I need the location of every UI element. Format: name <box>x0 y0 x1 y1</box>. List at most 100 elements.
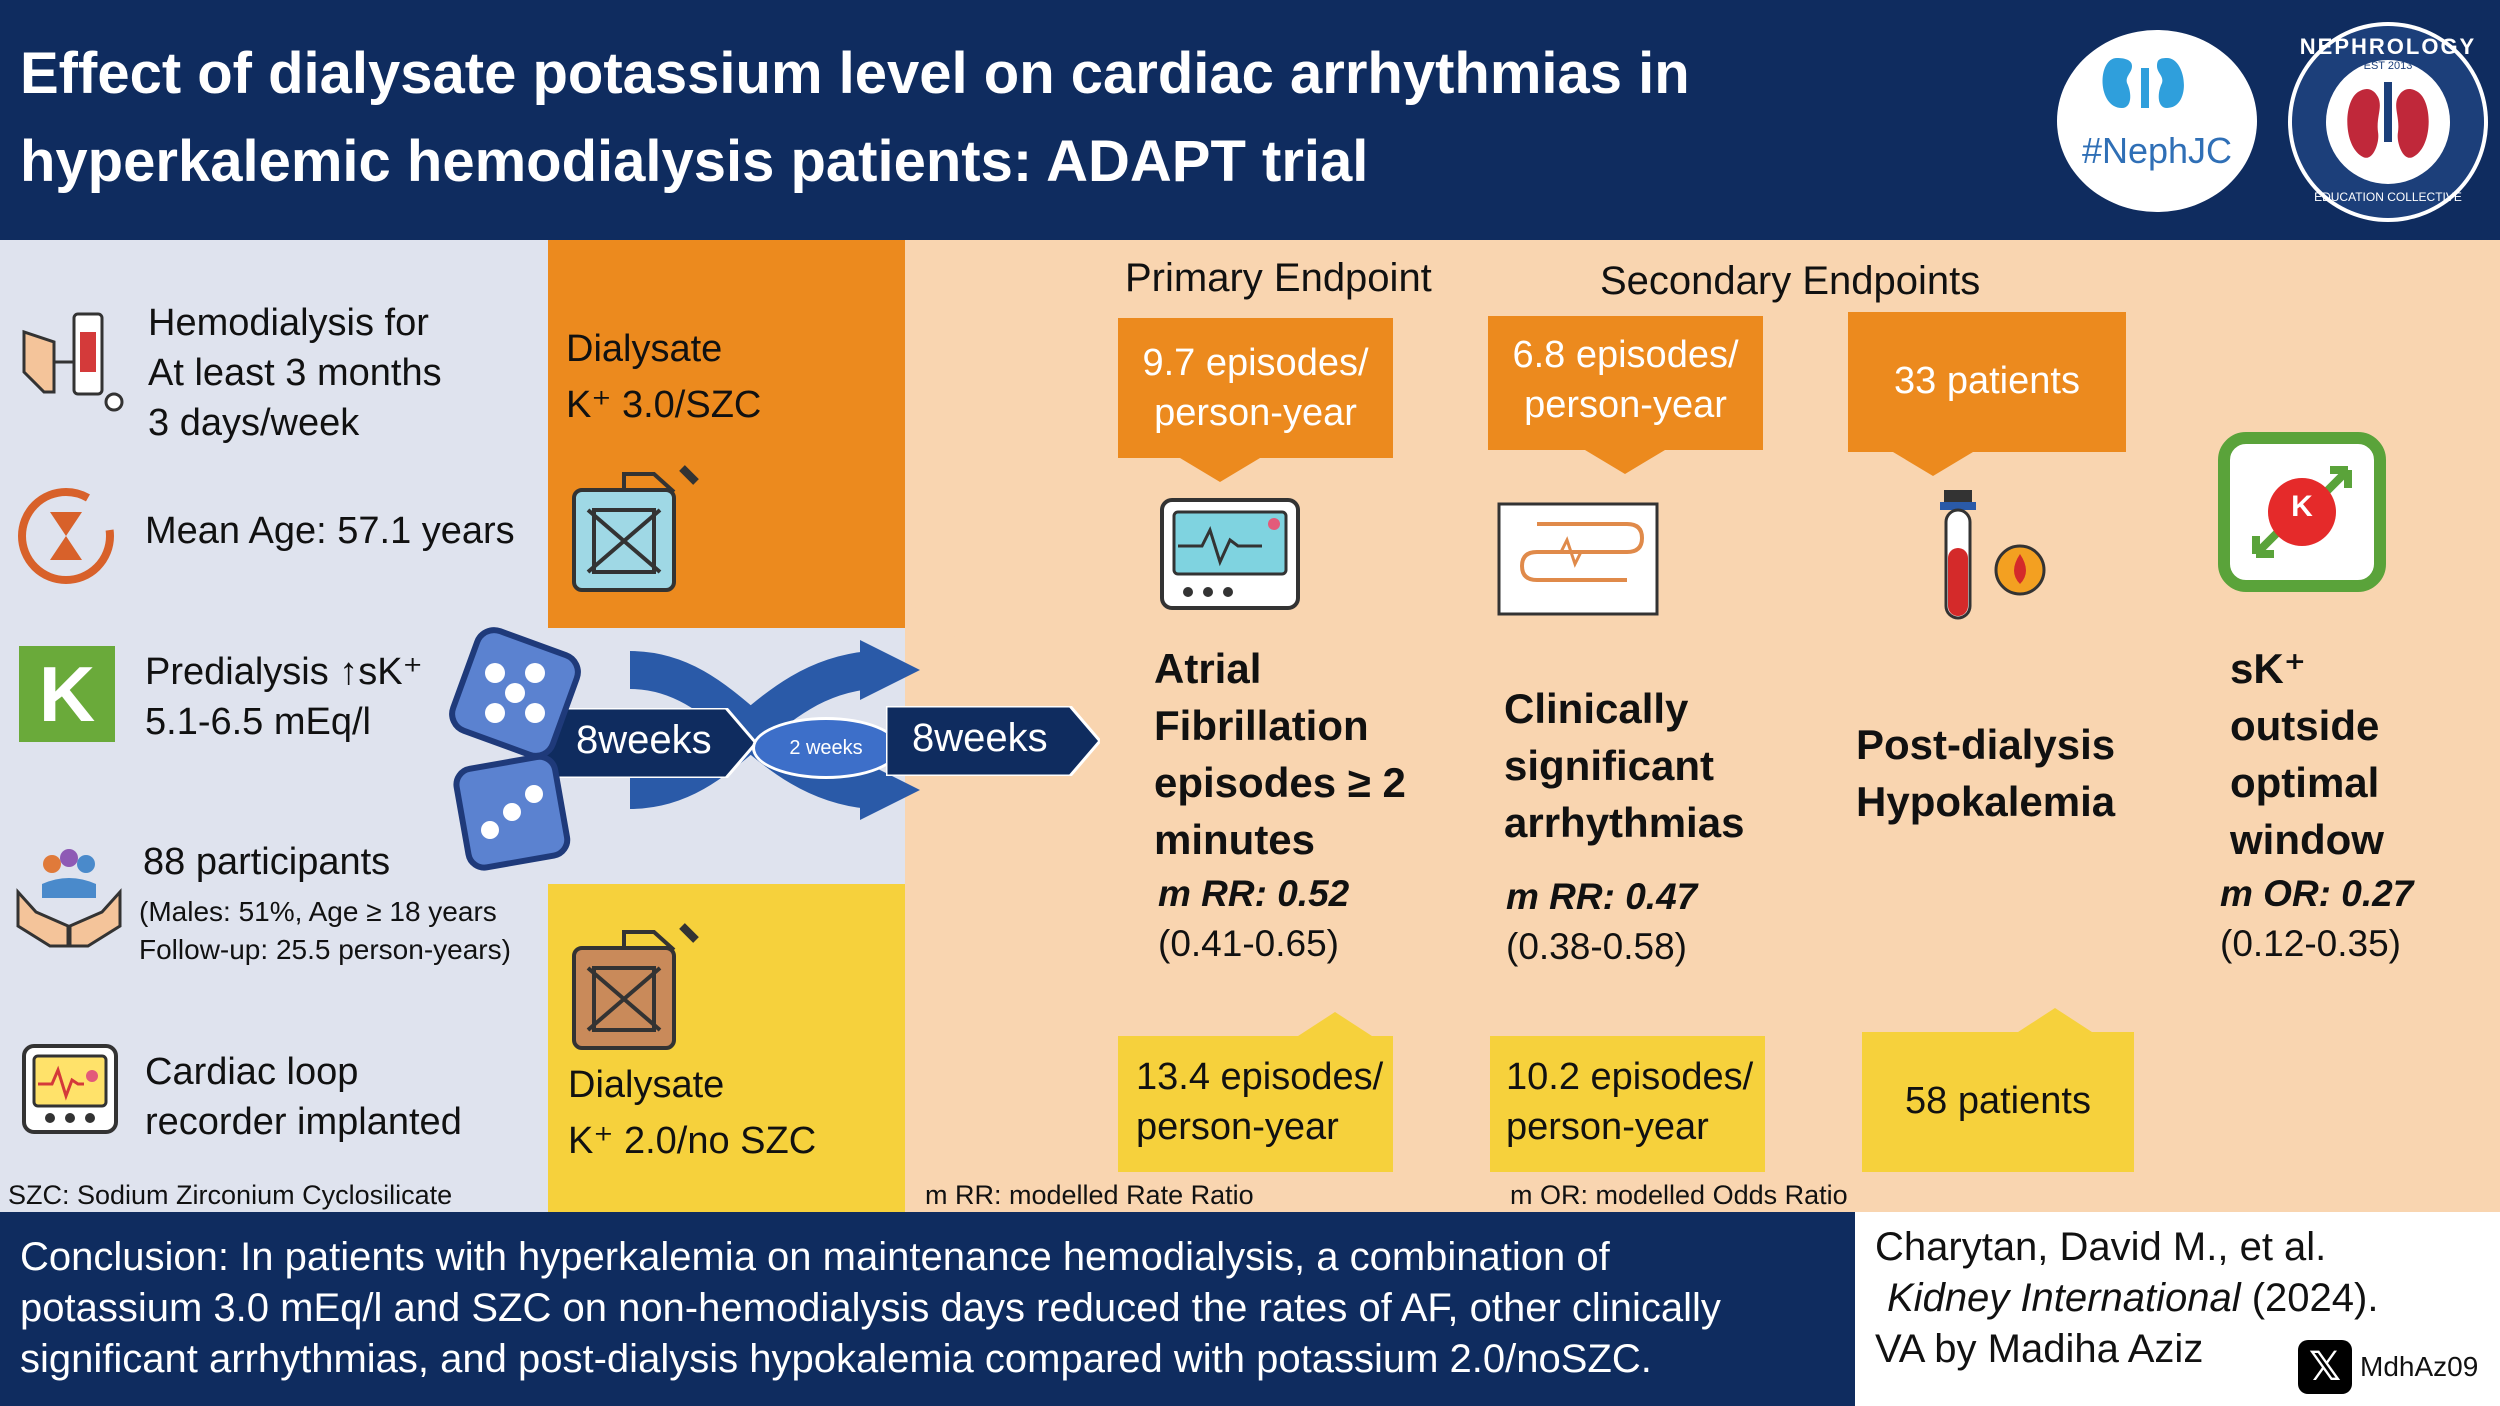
collective-est-text: EST 2013 <box>2363 60 2413 72</box>
jerrycan-blue-icon <box>572 465 699 592</box>
title-line-1: Effect of dialysate potassium level on c… <box>20 41 1690 106</box>
page-title: Effect of dialysate potassium level on c… <box>20 30 1960 206</box>
conclusion-line-1: Conclusion: In patients with hyperkalemi… <box>20 1235 1610 1279</box>
conclusion-line-2: potassium 3.0 mEq/l and SZC on non-hemod… <box>20 1286 1721 1330</box>
arr-top-line-2: person-year <box>1524 384 1727 426</box>
nephjc-logo: #NephJC <box>2057 30 2257 212</box>
hypo-label: Post-dialysis Hypokalemia <box>1856 716 2115 830</box>
hypo-callout-tail <box>1893 452 1973 476</box>
nephrology-collective-logo: NEPHROLOGY EST 2013 EDUCATION COLLECTIVE <box>2288 22 2488 222</box>
citation-authors: Charytan, David M., et al. <box>1875 1225 2327 1269</box>
ecg-monitor-icon <box>1160 498 1300 610</box>
arrhythmia-strip-icon <box>1497 502 1659 616</box>
arr-label-line-1: Clinically <box>1504 685 1689 732</box>
k-line-1: Predialysis ↑sK⁺ <box>145 651 423 693</box>
collective-seal-icon <box>2292 26 2484 218</box>
hypo-label-line-2: Hypokalemia <box>1856 778 2116 825</box>
hypo-top-callout: 33 patients <box>1848 312 2126 452</box>
af-callout-tail <box>1180 458 1260 482</box>
citation-va: VA by Madiha Aziz <box>1875 1327 2204 1371</box>
hourglass-cycle-icon <box>18 488 114 584</box>
window-label-line-3: optimal <box>2230 759 2380 806</box>
hd-line-2: At least 3 months <box>148 352 442 394</box>
x-logo-icon: 𝕏 <box>2298 1340 2352 1394</box>
arr-ci: (0.38-0.58) <box>1506 926 1687 967</box>
af-top-callout: 9.7 episodes/ person-year <box>1118 318 1393 458</box>
nephjc-label: #NephJC <box>2081 130 2233 171</box>
af-label: Atrial Fibrillation episodes ≥ 2 minutes <box>1154 640 1406 868</box>
arr-callout-tail <box>1585 450 1665 474</box>
af-bottom-line-1: 13.4 episodes/ <box>1136 1056 1384 1098</box>
hemodialysis-text: Hemodialysis for At least 3 months 3 day… <box>148 298 442 448</box>
period2-arrow <box>886 706 1100 776</box>
x-handle-badge[interactable]: 𝕏 MdhAz09 <box>2298 1340 2478 1394</box>
hemodialysis-icon <box>22 312 124 412</box>
period1-arrow <box>536 708 756 778</box>
secondary-endpoints-header: Secondary Endpoints <box>1600 259 1981 303</box>
af-top-line-2: person-year <box>1154 392 1357 434</box>
participants-details: (Males: 51%, Age ≥ 18 years Follow-up: 2… <box>139 893 511 969</box>
window-label-line-2: outside <box>2230 702 2380 749</box>
arr-bottom-callout: 10.2 episodes/ person-year <box>1490 1036 1765 1172</box>
window-ci: (0.12-0.35) <box>2220 923 2401 964</box>
loop-recorder-icon <box>22 1044 118 1134</box>
window-k-letter: K <box>2291 490 2313 523</box>
hd-line-1: Hemodialysis for <box>148 302 429 344</box>
szc-footnote: SZC: Sodium Zirconium Cyclosilicate <box>8 1180 453 1210</box>
x-handle: MdhAz09 <box>2360 1351 2479 1382</box>
k-icon-letter: K <box>38 650 96 738</box>
af-top-line-1: 9.7 episodes/ <box>1142 342 1369 384</box>
header-banner: Effect of dialysate potassium level on c… <box>0 0 2500 240</box>
arr-bottom-line-1: 10.2 episodes/ <box>1506 1056 1754 1098</box>
participants-sub-2: Follow-up: 25.5 person-years) <box>139 934 511 965</box>
conclusion-line-3: significant arrhythmias, and post-dialys… <box>20 1337 1652 1381</box>
af-label-line-3: episodes ≥ 2 <box>1154 759 1406 806</box>
window-label-line-4: window <box>2230 816 2384 863</box>
conclusion-banner: Conclusion: In patients with hyperkalemi… <box>0 1212 1855 1406</box>
arm-k3-szc-box: Dialysate K⁺ 3.0/SZC <box>548 240 905 628</box>
dice-icon-1 <box>449 627 581 759</box>
arr-top-line-1: 6.8 episodes/ <box>1512 334 1739 376</box>
af-label-line-4: minutes <box>1154 816 1316 863</box>
hypo-bottom-text: 58 patients <box>1905 1080 2091 1122</box>
or-footnote: m OR: modelled Odds Ratio <box>1510 1180 1848 1210</box>
citation-journal: Kidney International <box>1887 1276 2241 1320</box>
af-label-line-2: Fibrillation <box>1154 702 1369 749</box>
arr-top-callout: 6.8 episodes/ person-year <box>1488 316 1763 450</box>
window-label: sK⁺ outside optimal window <box>2230 640 2384 868</box>
af-ci: (0.41-0.65) <box>1158 923 1339 964</box>
k-line-2: 5.1-6.5 mEq/l <box>145 701 371 743</box>
blood-tube-icon <box>1940 490 2046 620</box>
arr-label-line-3: arrhythmias <box>1504 799 1745 846</box>
af-label-line-1: Atrial <box>1154 645 1262 692</box>
citation-block: Charytan, David M., et al. Kidney Intern… <box>1875 1222 2495 1375</box>
participants-count: 88 participants <box>143 841 391 883</box>
primary-endpoint-header: Primary Endpoint <box>1125 256 1432 300</box>
arr-stat: m RR: 0.47 <box>1506 876 1698 917</box>
af-stat: m RR: 0.52 <box>1158 873 1350 914</box>
kidney-icon <box>2102 58 2184 108</box>
participants-hands-icon <box>16 849 122 948</box>
arr-label: Clinically significant arrhythmias <box>1504 680 1744 851</box>
collective-bottom-text: EDUCATION COLLECTIVE <box>2314 190 2462 204</box>
predialysis-potassium: Predialysis ↑sK⁺ 5.1-6.5 mEq/l <box>145 647 423 747</box>
loop-line-1: Cardiac loop <box>145 1051 359 1093</box>
arm-k2-noszc-box: Dialysate K⁺ 2.0/no SZC <box>548 884 905 1212</box>
window-stat: m OR: 0.27 <box>2220 873 2414 914</box>
period1-label: 8weeks <box>576 718 712 762</box>
rr-footnote: m RR: modelled Rate Ratio <box>925 1180 1254 1210</box>
potassium-k-icon: K <box>19 646 115 742</box>
washout-ellipse: 2 weeks <box>752 717 900 779</box>
washout-label: 2 weeks <box>789 737 863 759</box>
participants-sub-1: (Males: 51%, Age ≥ 18 years <box>139 896 497 927</box>
mean-age: Mean Age: 57.1 years <box>145 510 515 552</box>
arm2-line-1: Dialysate <box>568 1064 725 1106</box>
af-bottom-line-2: person-year <box>1136 1106 1339 1148</box>
loop-line-2: recorder implanted <box>145 1101 462 1143</box>
period2-label: 8weeks <box>912 716 1048 760</box>
arr-bottom-line-2: person-year <box>1506 1106 1709 1148</box>
potassium-expand-icon <box>2218 432 2386 592</box>
collective-top-text: NEPHROLOGY <box>2299 34 2477 59</box>
window-label-line-1: sK⁺ <box>2230 645 2306 692</box>
citation-journal-line: Kidney International (2024). <box>1887 1273 2495 1324</box>
